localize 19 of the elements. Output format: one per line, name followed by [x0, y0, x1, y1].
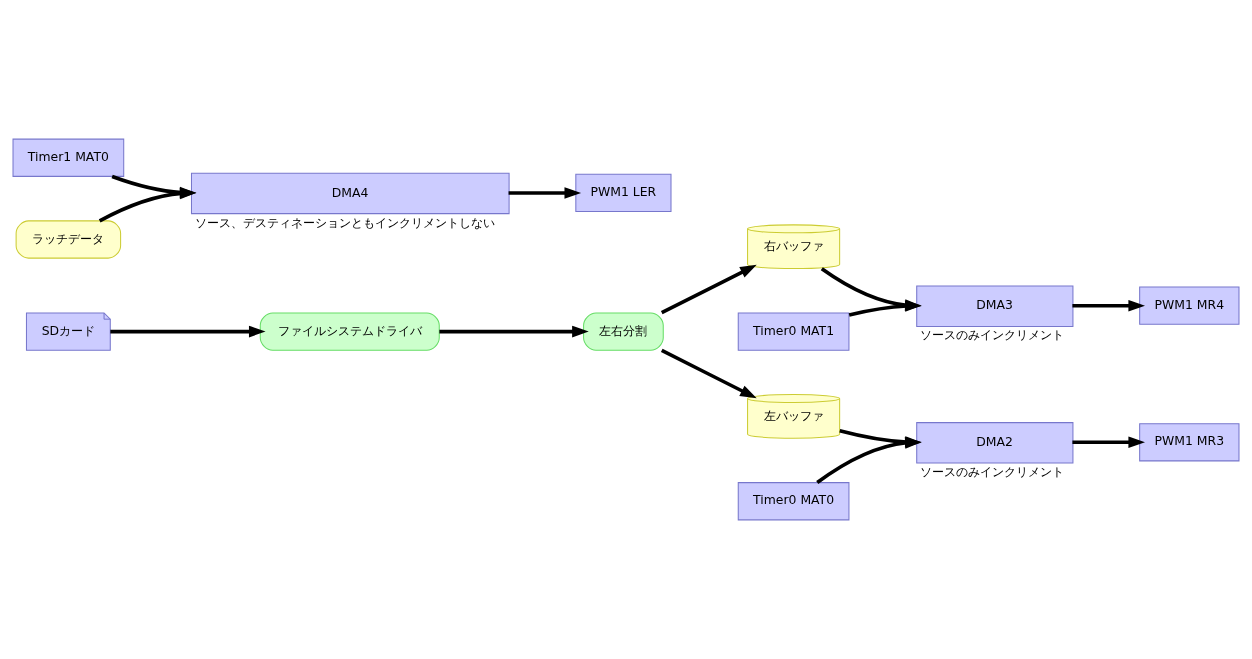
node-box: PWM1 MR4 [1139, 286, 1240, 325]
node-label: ソースのみインクリメント [919, 327, 1064, 343]
node-box: ファイルシステムドライバ [259, 312, 440, 351]
node-label: ソース、デスティネーションともインクリメントしない [194, 214, 495, 230]
arrow [439, 325, 589, 338]
node-box: PWM1 MR3 [1139, 423, 1240, 462]
node-box: 左右分割 [583, 312, 664, 351]
arrow [660, 264, 757, 315]
node-box: Timer1 MAT0 [12, 138, 125, 177]
arrow [110, 325, 266, 338]
node-box: Timer0 MAT1 [737, 312, 850, 351]
node-box: Timer0 MAT0 [737, 482, 850, 521]
arrow [1072, 299, 1145, 312]
node-box: ラッチデータ [15, 220, 122, 259]
arrow [660, 348, 757, 399]
node-label: ソースのみインクリメント [919, 464, 1064, 479]
node-box: PWM1 LER [575, 173, 672, 213]
arrow [1072, 436, 1145, 449]
arrow [508, 187, 582, 199]
